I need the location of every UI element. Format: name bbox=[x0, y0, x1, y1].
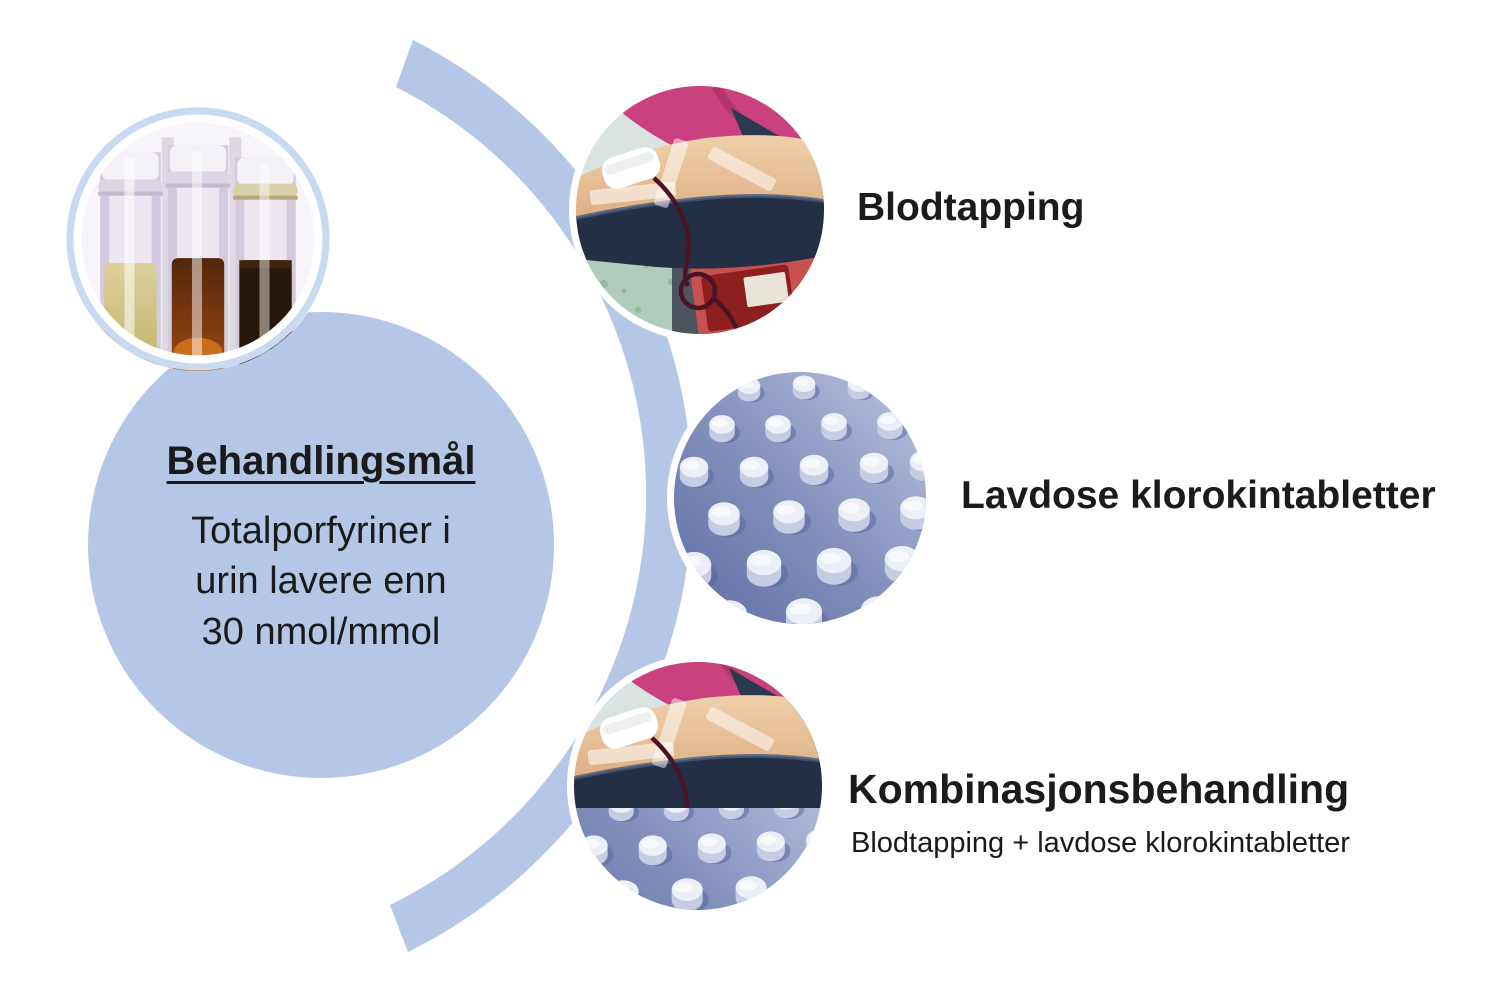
label-lavdose-klorokintabletter: Lavdose klorokintabletter bbox=[961, 474, 1436, 517]
blood-donation-illustration bbox=[576, 86, 824, 334]
goal-body-text: Totalporfyriner i urin lavere enn 30 nmo… bbox=[191, 510, 451, 653]
chloroquine-tablets-photo bbox=[667, 365, 933, 631]
combination-photo bbox=[567, 655, 829, 917]
label-kombinasjonsbehandling: Kombinasjonsbehandling bbox=[848, 766, 1350, 812]
urine-test-tubes-photo bbox=[66, 107, 330, 371]
label-blodtapping: Blodtapping bbox=[857, 186, 1085, 229]
label-kombinasjonsbehandling-sub: Blodtapping + lavdose klorokintabletter bbox=[851, 827, 1350, 859]
goal-title: Behandlingsmål bbox=[166, 439, 476, 484]
urine-test-tubes-illustration bbox=[66, 107, 330, 371]
treatment-goal-circle: Behandlingsmål Totalporfyriner i urin la… bbox=[88, 312, 554, 778]
blood-donation-photo bbox=[569, 79, 831, 341]
tablets-illustration bbox=[674, 372, 926, 624]
combination-illustration bbox=[574, 662, 822, 910]
